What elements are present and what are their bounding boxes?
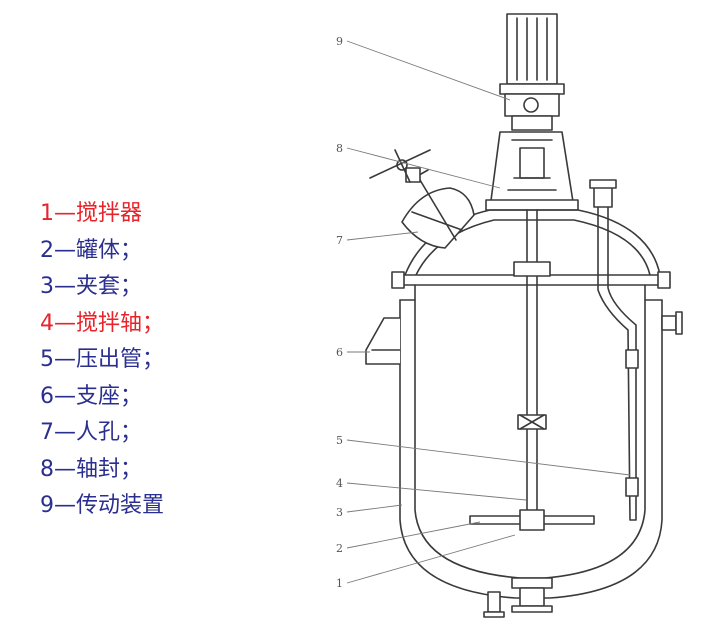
legend-item-tank-body: 2—罐体； <box>40 237 142 263</box>
support-lug <box>365 317 401 365</box>
tank-body <box>414 284 646 579</box>
callout-7: 7 <box>336 234 343 247</box>
legend-item-agitator: 1—搅拌器 <box>40 201 142 226</box>
legend-item-discharge-pipe: 5—压出管； <box>40 347 164 372</box>
callout-3: 3 <box>336 506 343 519</box>
callout-6: 6 <box>336 346 343 359</box>
callout-5: 5 <box>336 434 343 447</box>
top-head <box>404 209 661 276</box>
legend-item-manhole: 7—人孔； <box>40 420 142 445</box>
callout-1: 1 <box>336 577 343 590</box>
motor <box>499 13 565 131</box>
legend-item-agitator-shaft: 4—搅拌轴； <box>40 310 164 336</box>
callout-8: 8 <box>336 142 343 155</box>
legend-item-shaft-seal: 8—轴封； <box>40 456 142 482</box>
parts-legend: 1—搅拌器 2—罐体； 3—夹套； 4—搅拌轴； 5—压出管； 6—支座； 7—… <box>40 196 240 525</box>
legend-item-jacket: 3—夹套； <box>40 274 142 299</box>
legend-item-support: 6—支座； <box>40 383 142 409</box>
manhole <box>369 149 475 249</box>
callout-9: 9 <box>336 35 343 48</box>
agitator-blades <box>469 509 595 531</box>
drive-frame <box>485 131 579 211</box>
discharge-pipe <box>597 204 637 521</box>
callout-2: 2 <box>336 542 343 555</box>
callout-4: 4 <box>336 477 343 490</box>
legend-item-drive-unit: 9—传动装置 <box>40 493 164 518</box>
agitator-shaft <box>513 209 551 521</box>
